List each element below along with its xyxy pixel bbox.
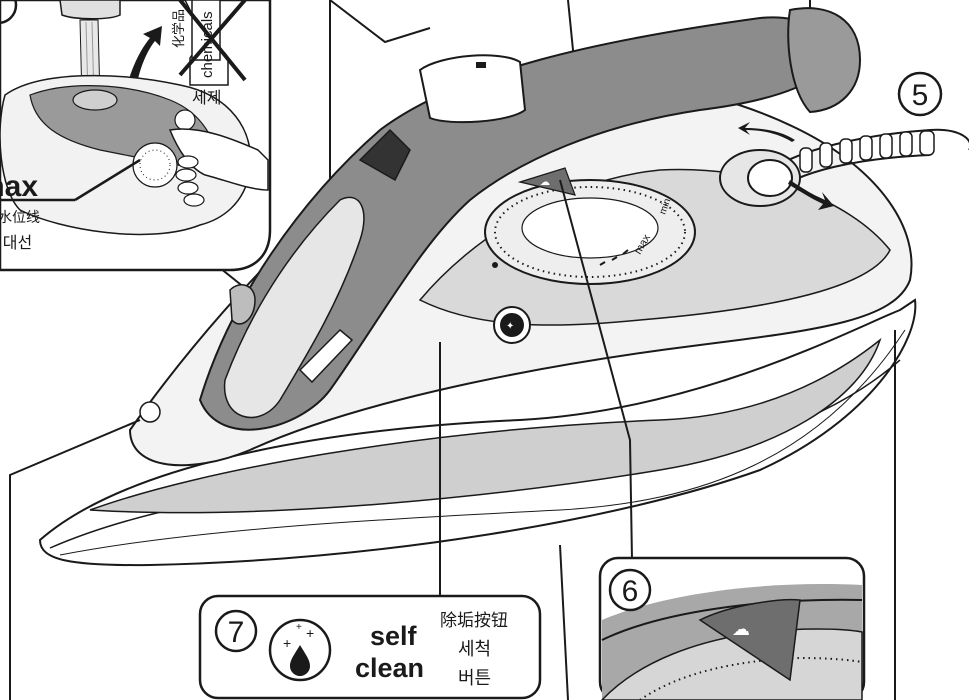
self-clean-cn: 除垢按钮 xyxy=(440,611,508,631)
svg-text:+: + xyxy=(296,622,302,633)
self-clean-callout-box: 7 + + + self clean 除垢按钮 세척 버튼 xyxy=(200,596,540,698)
max-line-kr: 최대선 xyxy=(0,233,32,252)
svg-text:✦: ✦ xyxy=(506,321,514,332)
callout-5: 5 xyxy=(899,73,941,115)
callout-6-number: 6 xyxy=(622,575,639,608)
steam-indicator-inset: ☁ 6 xyxy=(600,558,864,700)
chemicals-label-cn: 化学品 xyxy=(171,9,187,48)
inset-filling: chemicals 化学品 세제 max 最高水位线 최대선 xyxy=(0,0,270,270)
self-clean-button: ✦ xyxy=(494,307,530,343)
max-label: max xyxy=(0,170,38,203)
spray-button xyxy=(420,55,525,122)
self-clean-kr-2: 버튼 xyxy=(458,668,491,689)
svg-text:☁: ☁ xyxy=(540,177,550,188)
detergent-label-kr: 세제 xyxy=(192,88,221,107)
callout-5-number: 5 xyxy=(912,79,929,112)
self-clean-title-2: clean xyxy=(355,653,424,683)
max-line-cn: 最高水位线 xyxy=(0,209,40,226)
svg-text:☁: ☁ xyxy=(732,619,750,639)
self-clean-kr-1: 세척 xyxy=(458,639,491,660)
water-nozzle xyxy=(140,402,160,422)
callout-7-number: 7 xyxy=(228,616,245,649)
svg-text:+: + xyxy=(283,635,291,651)
self-clean-title-1: self xyxy=(370,621,418,651)
svg-text:+: + xyxy=(306,625,314,641)
